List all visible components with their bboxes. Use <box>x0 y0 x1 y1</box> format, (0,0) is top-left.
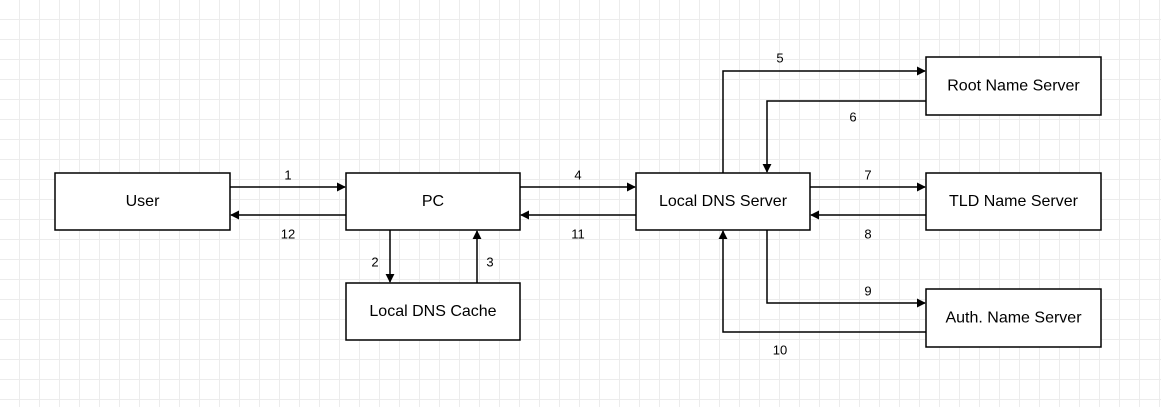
edge-10[interactable]: 10 <box>718 230 926 358</box>
node-local-dns-server[interactable]: Local DNS Server <box>635 172 811 231</box>
edge-5[interactable]: 5 <box>722 51 926 174</box>
edge-11[interactable]: 11 <box>520 210 636 242</box>
edge-11-label: 11 <box>571 227 585 242</box>
node-local-dns-cache-label: Local DNS Cache <box>369 303 496 320</box>
edge-10-label: 10 <box>773 343 787 358</box>
edge-9-label: 9 <box>864 284 871 299</box>
node-tld-name-server-label: TLD Name Server <box>949 193 1079 210</box>
edge-9[interactable]: 9 <box>766 230 926 308</box>
edge-5-label: 5 <box>776 51 783 66</box>
node-local-dns-cache[interactable]: Local DNS Cache <box>345 282 521 341</box>
edge-3[interactable]: 3 <box>472 230 494 283</box>
edge-6-label: 6 <box>849 110 856 125</box>
node-pc-label: PC <box>422 193 444 210</box>
node-root-name-server[interactable]: Root Name Server <box>925 56 1102 116</box>
edge-7-label: 7 <box>864 168 871 183</box>
edge-12[interactable]: 12 <box>230 210 346 242</box>
node-local-dns-server-label: Local DNS Server <box>659 193 788 210</box>
node-tld-name-server[interactable]: TLD Name Server <box>925 172 1102 231</box>
edge-1[interactable]: 1 <box>230 168 346 192</box>
edge-8[interactable]: 8 <box>810 210 926 242</box>
edge-4-label: 4 <box>574 168 581 183</box>
edge-2-label: 2 <box>371 255 378 270</box>
node-auth-name-server-label: Auth. Name Server <box>945 310 1082 327</box>
edge-6[interactable]: 6 <box>762 100 926 173</box>
edge-3-label: 3 <box>486 255 493 270</box>
node-pc[interactable]: PC <box>345 172 521 231</box>
node-user-label: User <box>126 193 160 210</box>
node-root-name-server-label: Root Name Server <box>947 78 1080 95</box>
node-user[interactable]: User <box>54 172 231 231</box>
edge-4[interactable]: 4 <box>520 168 636 192</box>
edge-2[interactable]: 2 <box>371 230 395 283</box>
node-auth-name-server[interactable]: Auth. Name Server <box>925 288 1102 348</box>
edge-1-label: 1 <box>284 168 291 183</box>
edge-7[interactable]: 7 <box>810 168 926 192</box>
edge-12-label: 12 <box>281 227 295 242</box>
edge-8-label: 8 <box>864 227 871 242</box>
